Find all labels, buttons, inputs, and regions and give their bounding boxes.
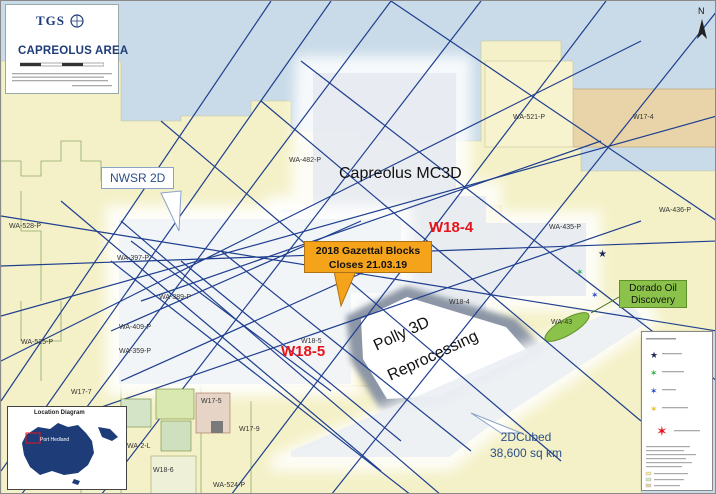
block-label: W17-7 [71,389,92,396]
nwsr-callout: NWSR 2D [101,167,175,189]
block-wa-521 [484,60,574,148]
company-logo: TGS [36,13,66,28]
block-label: W18-4 [449,299,470,306]
inset-title: Location Diagram [34,410,85,416]
scale-bar-icon [20,62,104,67]
svg-text:✶: ✶ [650,369,658,379]
title-block: TGS CAPREOLUS AREA [5,4,128,94]
block-label: WA-409-P [119,324,152,331]
w18-4-label: W18-4 [429,219,474,236]
inset-place-label: Port Hedland [40,437,70,443]
block-label: W18-6 [153,467,174,474]
dorado-line1: Dorado Oil [629,283,677,294]
gazettal-line1: 2018 Gazettal Blocks [315,245,421,257]
block-label: WA-2-L [127,443,151,450]
australia-outline [22,423,118,485]
block-label: WA-389-P [159,294,192,301]
dorado-callout: Dorado Oil Discovery [619,280,687,308]
block-label: WA-43 [551,319,573,326]
block-label: W17-4 [633,114,654,121]
nwsr-callout-text: NWSR 2D [110,171,166,185]
block-label: WA-435-P [549,224,582,231]
well-symbols: ★ ✶ ✶ [576,249,607,301]
capreolus-label: Capreolus MC3D [339,165,462,182]
svg-text:★: ★ [598,249,607,260]
dorado-leader [590,296,620,314]
legend-symbols: ★ ✶ ✶ ✶ ✶ [645,338,700,488]
dorado-line2: Discovery [631,295,675,306]
map-title: CAPREOLUS AREA [18,45,129,57]
svg-text:✶: ✶ [650,387,658,397]
dorado-discovery-marker [544,312,590,342]
block-label: W17-5 [201,398,222,405]
svg-text:✶: ✶ [591,291,599,301]
block-label: WA-528-P [9,223,42,230]
svg-text:✶: ✶ [576,268,584,278]
cubed-callout-pointer [470,412,522,434]
north-label: N [698,6,705,16]
map-legend: ★ ✶ ✶ ✶ ✶ [641,331,713,491]
polly-survey [346,286,546,411]
north-arrow-icon [697,19,707,39]
svg-text:✶: ✶ [656,424,668,440]
block-label: W18-5 [301,338,322,345]
block-label: WA-359-P [119,348,152,355]
block-label: WA-524-P [213,482,246,489]
nwsr-callout-pointer [160,190,182,232]
block-label: WA-397-P [117,255,150,262]
cubed-callout: 2DCubed 38,600 sq km [483,429,569,461]
block-label: WA-521-P [513,114,546,121]
small-permit-blocks [120,388,231,493]
block-label: W17-9 [239,426,260,433]
fine-print-lines [12,73,112,87]
gazettal-line2: Closes 21.03.19 [328,259,408,271]
svg-text:★: ★ [650,351,658,361]
gazettal-callout: 2018 Gazettal Blocks Closes 21.03.19 [304,241,432,273]
svg-text:✶: ✶ [650,405,658,415]
block-label: WA-436-P [659,207,692,214]
logo-globe-icon [70,14,84,28]
block-w17-4 [572,88,715,148]
cubed-line2: 38,600 sq km [489,446,563,460]
cubed-line1: 2DCubed [500,430,552,444]
block-label: WA-525-P [21,339,54,346]
block-label: WA-482-P [289,157,322,164]
location-inset: Location Diagram Port Hedland [7,406,127,490]
w18-5-label: W18-5 [281,343,326,360]
